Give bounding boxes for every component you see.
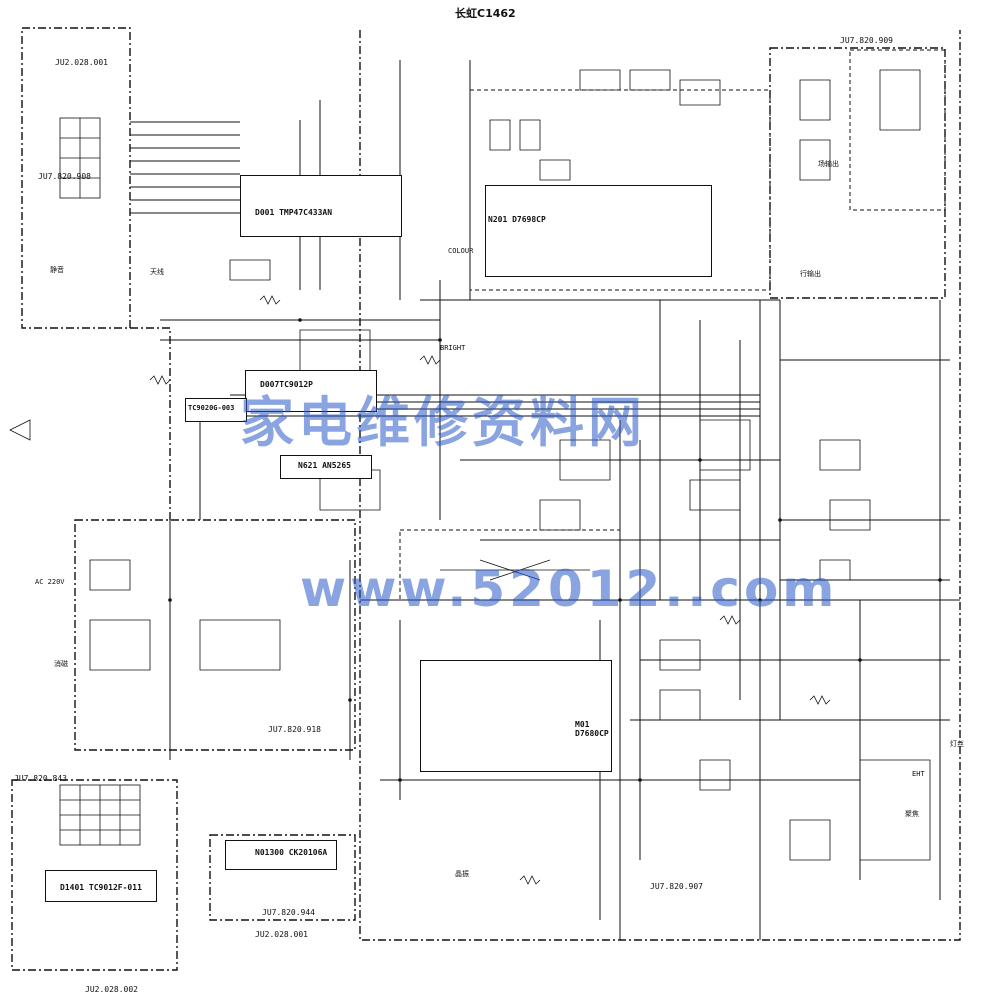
m01-chip (420, 660, 612, 772)
d401-chip (45, 870, 157, 902)
board-label-b2: JU7.820.908 (38, 172, 91, 181)
degauss-label: 消磁 (54, 660, 68, 668)
board-label-b9: JU2.028.002 (85, 985, 138, 994)
focus-label: 聚焦 (905, 810, 919, 818)
n621-chip-label: N621 AN5265 (298, 461, 351, 470)
heater-label: 灯丝 (950, 740, 964, 748)
n201-chip (485, 185, 712, 277)
board-label-b4: JU7.820.918 (268, 725, 321, 734)
board-label-b3: JU7.820.909 (840, 36, 893, 45)
board-label-b7: JU2.028.001 (255, 930, 308, 939)
diagram-title: 长虹C1462 (455, 7, 516, 20)
d007-chip-label: D007TC9012P (260, 380, 313, 389)
colour-label: COLOUR (448, 247, 474, 255)
watermark-cn: 家电维修资料网 (240, 391, 646, 454)
board-label-b5: JU7.820.843 (14, 774, 67, 783)
vert-label: 场输出 (818, 160, 839, 168)
board-label-b8: JU7.820.907 (650, 882, 703, 891)
d005-chip-label: TC9020G-003 (188, 404, 235, 412)
d007-chip (245, 370, 377, 412)
cpu-chip-label: D001 TMP47C433AN (255, 208, 333, 217)
n1300-chip (225, 840, 337, 870)
d401-chip-label: D1401 TC9012F-011 (60, 883, 142, 892)
d005-chip (185, 398, 247, 422)
board-label-b6: JU7.820.944 (262, 908, 315, 917)
horiz-label: 行输出 (800, 270, 821, 278)
n621-chip (280, 455, 372, 479)
eht-label: EHT (912, 770, 925, 778)
board-label-b1: JU2.028.001 (55, 58, 108, 67)
crystal-label: 晶振 (455, 870, 469, 878)
bright-label: BRIGHT (440, 344, 466, 352)
cpu-chip (240, 175, 402, 237)
watermark-url: www.52012..com (300, 560, 839, 618)
mute-label: 静音 (50, 266, 64, 274)
n201-chip-label: N201 D7698CP (488, 215, 546, 224)
m01-chip-label: M01 D7680CP (575, 720, 609, 738)
ac-label: AC 220V (35, 578, 65, 586)
n1300-chip-label: N01300 CK20106A (255, 848, 328, 857)
antenna-label: 天线 (150, 268, 164, 276)
